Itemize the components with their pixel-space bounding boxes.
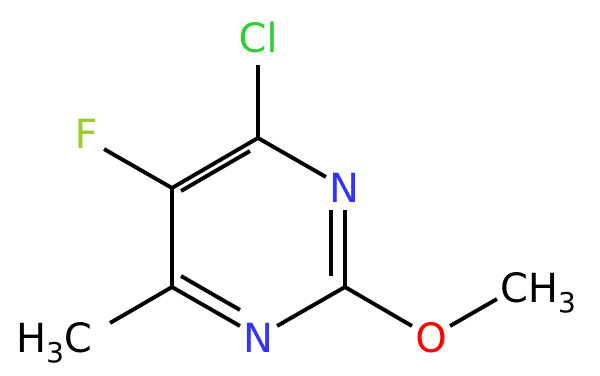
bond-c6-n1-inner [180, 274, 241, 312]
bond-c4-c5 [170, 136, 260, 190]
bond-c6-n1 [171, 285, 241, 328]
methyl-right-subscript: 3 [558, 286, 576, 319]
methyl-left-subscript: 3 [46, 336, 64, 369]
bond-o-methyl [449, 297, 498, 328]
bond-c2-o [343, 285, 414, 328]
methyl-left-h: H [16, 316, 46, 362]
bond-c4-c5-inner [179, 149, 252, 193]
methyl-right-ch: CH [500, 266, 558, 312]
methyl-left-c: C [64, 316, 92, 362]
atom-labels: Cl F N N O H3C CH3 [16, 16, 576, 369]
bond-c6-methyl [108, 285, 174, 325]
chlorine-label: Cl [238, 16, 277, 62]
bond-c4-n3 [257, 136, 327, 179]
oxygen-label: O [415, 316, 446, 362]
methyl-right-label: CH3 [500, 266, 576, 319]
bonds [103, 65, 498, 328]
fluorine-label: F [74, 112, 97, 158]
nitrogen-bottom-label: N [243, 316, 273, 362]
nitrogen-top-label: N [329, 166, 359, 212]
methyl-left-label: H3C [16, 316, 92, 369]
bond-c5-f [103, 147, 173, 190]
bond-n1-c2 [276, 285, 346, 328]
